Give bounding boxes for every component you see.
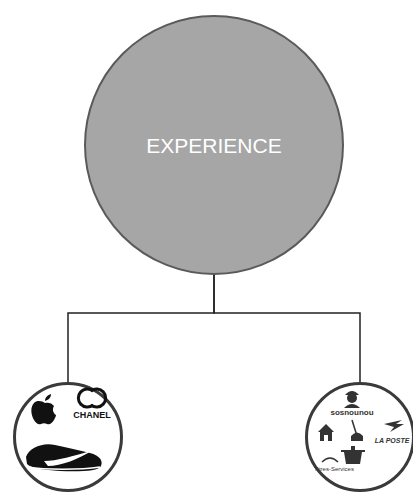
chanel-c-left (78, 389, 93, 407)
vacuum-body (351, 433, 363, 442)
logo-circle: sosnounou LA POSTE Titres-Services (305, 382, 413, 492)
vacuum-handle (352, 420, 357, 436)
person-icon (344, 391, 360, 408)
house-door (324, 435, 328, 441)
node-title: EXPERIENCE (146, 135, 281, 156)
pot-lid (341, 450, 365, 452)
person-hat (345, 391, 359, 395)
shoe-sole (28, 467, 100, 469)
badge-arc (322, 458, 338, 462)
titres-services-badge (322, 458, 338, 462)
pot-body (344, 452, 362, 464)
shoe-body (26, 444, 102, 471)
person-head (347, 393, 357, 403)
house-wall (320, 432, 332, 441)
la-poste-logo (384, 420, 404, 432)
tree-connector (214, 275, 360, 382)
apple-logo (31, 394, 56, 424)
pot-icon (341, 446, 365, 464)
pot-knob (351, 446, 355, 450)
circle-outline (13, 382, 123, 492)
brand-name: Titres-Services (314, 466, 354, 472)
tree-connector (68, 275, 214, 382)
chanel-logo (78, 389, 105, 407)
main-circle: EXPERIENCE (84, 15, 344, 275)
chanel-c-right (91, 389, 106, 407)
logo-circle: CHANEL (13, 382, 123, 492)
circle-shape (307, 384, 413, 491)
house-icon (318, 424, 334, 441)
circle-shape (15, 384, 122, 491)
person-body (344, 404, 360, 408)
circle-shape (85, 16, 343, 274)
brand-name: sosnounou (330, 409, 373, 417)
la-poste-bird (384, 420, 404, 432)
nike-shoe (26, 444, 102, 471)
shoe-swoosh (44, 450, 93, 466)
apple-leaf (45, 394, 51, 401)
brand-name: LA POSTE (375, 437, 410, 444)
brand-name: CHANEL (73, 411, 111, 420)
house-roof (318, 424, 334, 432)
vacuum-icon (351, 420, 363, 441)
apple-body (31, 401, 56, 424)
